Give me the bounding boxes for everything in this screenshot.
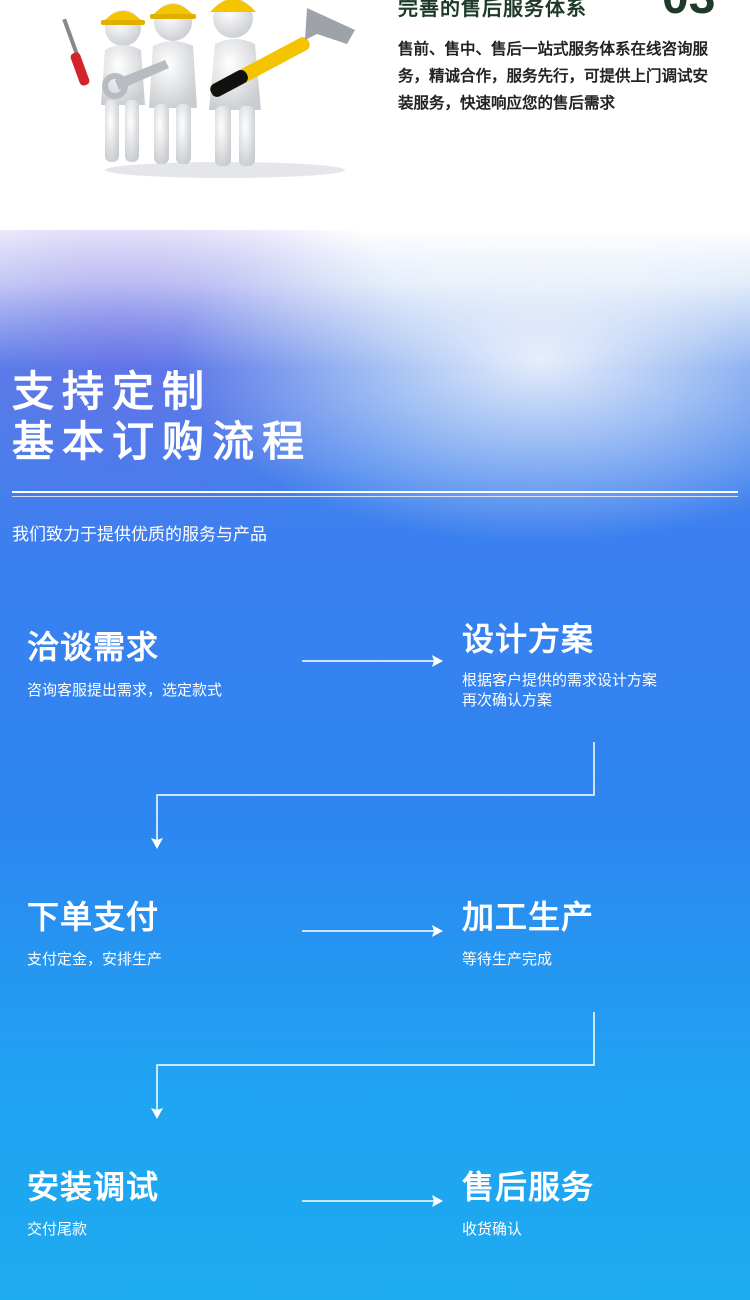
step-title-4: 加工生产 bbox=[462, 898, 595, 936]
heading-line-2: 基本订购流程 bbox=[12, 417, 313, 466]
light-glow bbox=[0, 230, 750, 750]
step-desc-2: 根据客户提供的需求设计方案 bbox=[462, 671, 658, 689]
step-title-3: 下单支付 bbox=[27, 898, 160, 936]
divider-thick bbox=[12, 491, 738, 493]
step-title-1: 洽谈需求 bbox=[27, 628, 160, 666]
step-desc-2b: 再次确认方案 bbox=[462, 691, 553, 709]
step-desc-5: 交付尾款 bbox=[27, 1220, 88, 1238]
service-number: 03 bbox=[662, 0, 715, 25]
step-desc-4: 等待生产完成 bbox=[462, 950, 553, 968]
heading-line-1: 支持定制 bbox=[12, 367, 213, 416]
step-desc-3: 支付定金，安排生产 bbox=[27, 950, 163, 968]
step-title-6: 售后服务 bbox=[462, 1168, 595, 1206]
service-title: 完善的售后服务体系 bbox=[398, 0, 587, 20]
workers-illustration bbox=[62, 0, 355, 178]
service-section: 完善的售后服务体系 03 售前、售中、售后一站式服务体系在线咨询服务，精诚合作，… bbox=[0, 0, 750, 260]
service-description: 售前、售中、售后一站式服务体系在线咨询服务，精诚合作，服务先行，可提供上门调试安… bbox=[398, 40, 709, 112]
step-title-2: 设计方案 bbox=[462, 620, 595, 658]
worker-left bbox=[62, 10, 145, 162]
step-desc-6: 收货确认 bbox=[462, 1220, 523, 1238]
tagline: 我们致力于提供优质的服务与产品 bbox=[12, 525, 267, 545]
divider-thin bbox=[12, 496, 738, 497]
step-desc-1: 咨询客服提出需求，选定款式 bbox=[27, 681, 223, 699]
step-title-5: 安装调试 bbox=[27, 1168, 160, 1206]
worker-right bbox=[209, 0, 355, 166]
worker-middle bbox=[102, 3, 197, 164]
